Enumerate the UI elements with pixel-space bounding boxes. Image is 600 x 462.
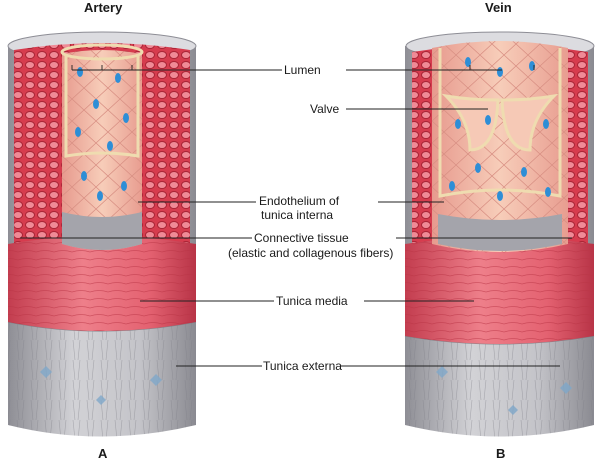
vein-endothelium: [438, 48, 562, 198]
label-tunica-externa: Tunica externa: [263, 359, 342, 373]
panel-b-label: B: [496, 446, 506, 461]
label-lumen: Lumen: [284, 63, 321, 77]
artery-endothelium: [64, 56, 140, 158]
label-endothelium-line2: tunica interna: [261, 208, 334, 222]
vein-title: Vein: [485, 0, 512, 15]
leader-lumen-left: [71, 65, 282, 71]
label-connective-line1: Connective tissue: [254, 231, 349, 245]
label-valve: Valve: [310, 102, 340, 116]
label-tunica-media: Tunica media: [276, 294, 348, 308]
artery-illustration: [7, 31, 197, 437]
label-endothelium-line1: Endothelium of: [259, 194, 340, 208]
label-connective-line2: (elastic and collagenous fibers): [228, 246, 394, 260]
panel-a-label: A: [98, 446, 108, 461]
artery-title: Artery: [84, 0, 123, 15]
leader-lines: [20, 65, 572, 367]
vein-valve: [441, 93, 559, 152]
leader-lumen-right: [346, 65, 535, 71]
vein-illustration: [404, 31, 595, 437]
